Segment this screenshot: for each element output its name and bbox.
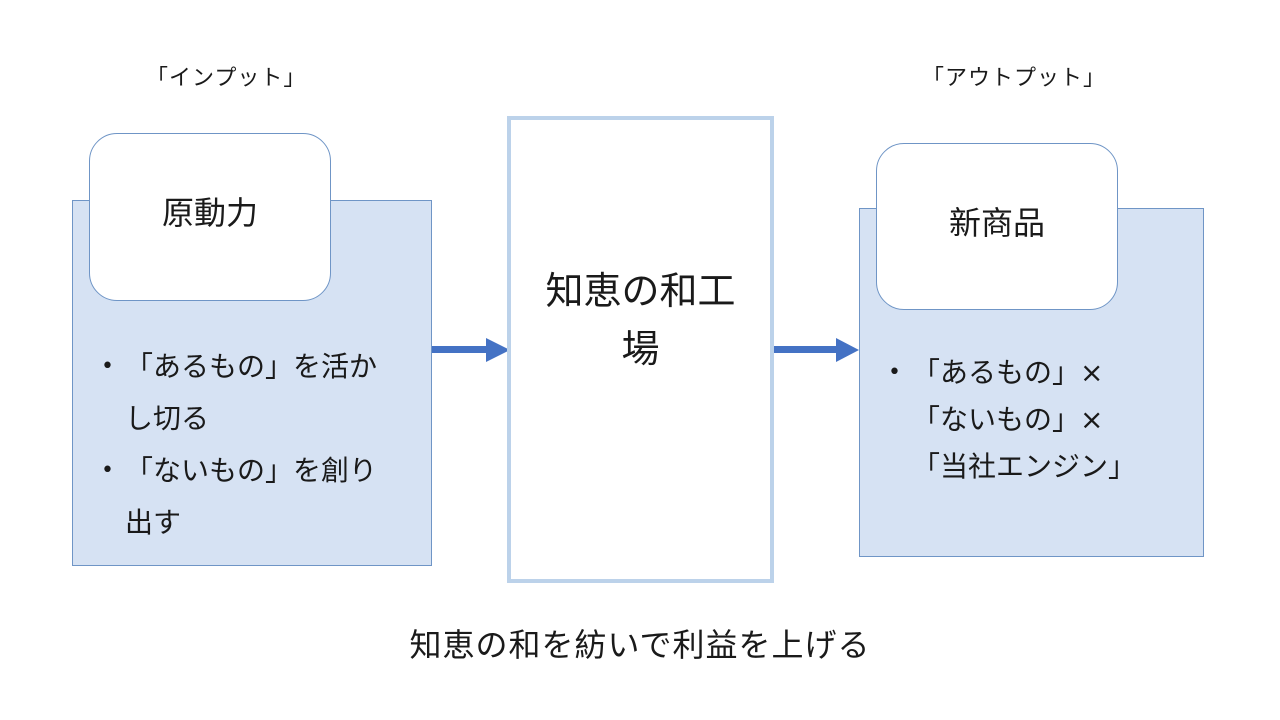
output-bullet-1: 「あるもの」×「ないもの」×「当社エンジン」 — [860, 349, 1145, 490]
input-tab: 原動力 — [89, 133, 331, 301]
input-tab-title: 原動力 — [161, 194, 258, 232]
input-label: 「インプット」 — [146, 66, 307, 91]
arrow-head — [836, 338, 859, 362]
output-tab-title: 新商品 — [948, 203, 1045, 242]
input-bullet-1: 「あるもの」を活かし切る — [73, 341, 403, 445]
output-label: 「アウトプット」 — [922, 66, 1107, 91]
output-bullet-list: 「あるもの」×「ないもの」×「当社エンジン」 — [860, 349, 1145, 490]
input-bullet-2: 「ないもの」を創り出す — [73, 445, 403, 549]
output-tab: 新商品 — [876, 143, 1118, 310]
arrow-shaft — [432, 346, 486, 353]
arrow-right-icon — [774, 338, 859, 362]
arrow-shaft — [774, 346, 836, 353]
input-bullet-list: 「あるもの」を活かし切る 「ないもの」を創り出す — [73, 341, 403, 549]
factory-box: 知恵の和工場 — [507, 116, 774, 583]
arrow-head — [486, 338, 510, 362]
factory-title: 知恵の和工場 — [545, 268, 736, 371]
arrow-right-icon — [432, 338, 510, 362]
bottom-caption: 知恵の和を紡いで利益を上げる — [409, 626, 871, 664]
